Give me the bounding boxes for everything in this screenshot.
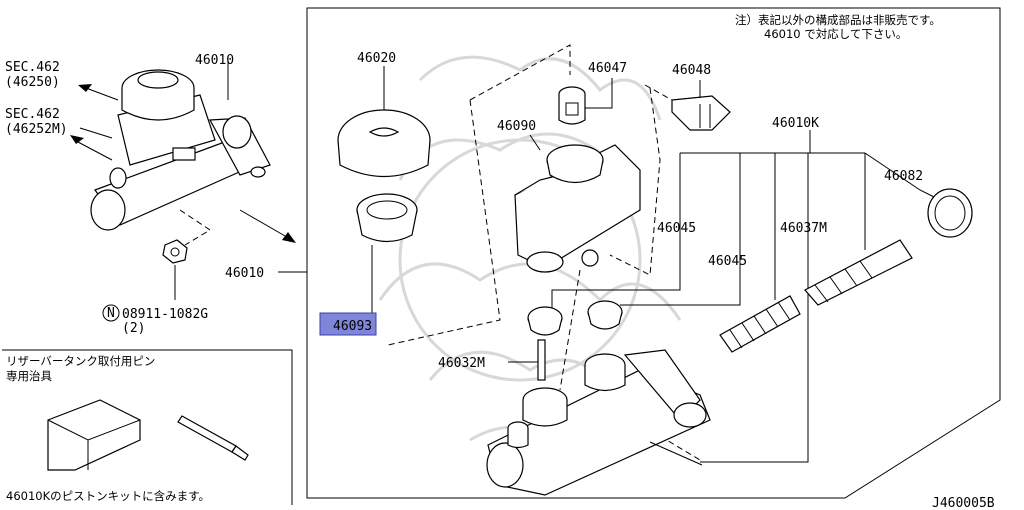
tool-box [2,349,293,505]
guide-dash-e [644,84,673,101]
nut-dash [179,209,211,246]
reservoir-tank [514,144,641,273]
label-46010-side: 46010 [225,266,264,281]
label-sec-a-1: SEC.462 [5,60,60,75]
cup-seal-b [587,300,623,330]
highlight-46093 [319,312,377,336]
label-sec-b-2: (46252M) [5,122,68,137]
guide-dash-a [387,44,571,346]
pointer-arrow-line [239,209,293,241]
label-46090: 46090 [497,119,536,134]
leader-46090 [529,134,541,151]
label-46032M: 46032M [438,356,485,371]
label-nut-2: (2) [122,321,145,336]
arrow-line-b [77,141,113,161]
guide-dash-b [609,87,661,276]
piston-springs [719,239,913,353]
reservoir-filter [356,193,418,243]
clip-46048 [671,95,731,131]
note-tool-2: 専用治具 [6,369,52,383]
label-46082: 46082 [884,169,923,184]
label-nut-n: N [107,306,115,321]
cylinder-body [486,349,711,496]
pin-46032M [537,339,546,381]
arrow-line-a [79,127,113,139]
label-46020: 46020 [357,51,396,66]
label-sec-a-2: (46250) [5,75,60,90]
note-tool-1: リザーバータンク取付用ピン [6,354,155,368]
label-46037M: 46037M [780,221,827,236]
reservoir-cap [337,109,431,178]
note-top-1: 注）表記以外の構成部品は非販売です。 [735,13,941,27]
note-top-2: 46010 で対応して下さい。 [764,27,907,41]
label-46093: 46093 [333,319,372,334]
nut-n-circle [102,304,120,322]
nut-hole [170,247,180,257]
cup-seal-a [527,306,563,336]
ring-46082 [927,188,973,238]
label-46045-b: 46045 [708,254,747,269]
note-kit: 46010Kのピストンキットに含みます。 [6,489,210,503]
arrow-head-b [70,135,84,144]
label-46045-a: 46045 [657,221,696,236]
label-46048: 46048 [672,63,711,78]
label-46010-top: 46010 [195,53,234,68]
guide-dash-c [559,269,581,391]
label-46010K: 46010K [772,116,819,131]
arrow-line-c [85,87,119,101]
grommet-46047 [558,86,586,125]
pointer-arrow-head [282,232,296,243]
special-tool [47,399,141,471]
kit-bracket-lines [551,130,941,463]
reservoir-pin [177,415,249,461]
leader-46047 [585,78,613,109]
master-cylinder-assembly [90,69,271,231]
label-46047: 46047 [588,61,627,76]
diagram-id: J460005B [932,496,995,510]
label-sec-b-1: SEC.462 [5,107,60,122]
label-nut-1: 08911-1082G [122,307,208,322]
nut-icon [162,239,188,264]
main-frame [306,7,1001,499]
arrow-head-a [78,84,92,92]
